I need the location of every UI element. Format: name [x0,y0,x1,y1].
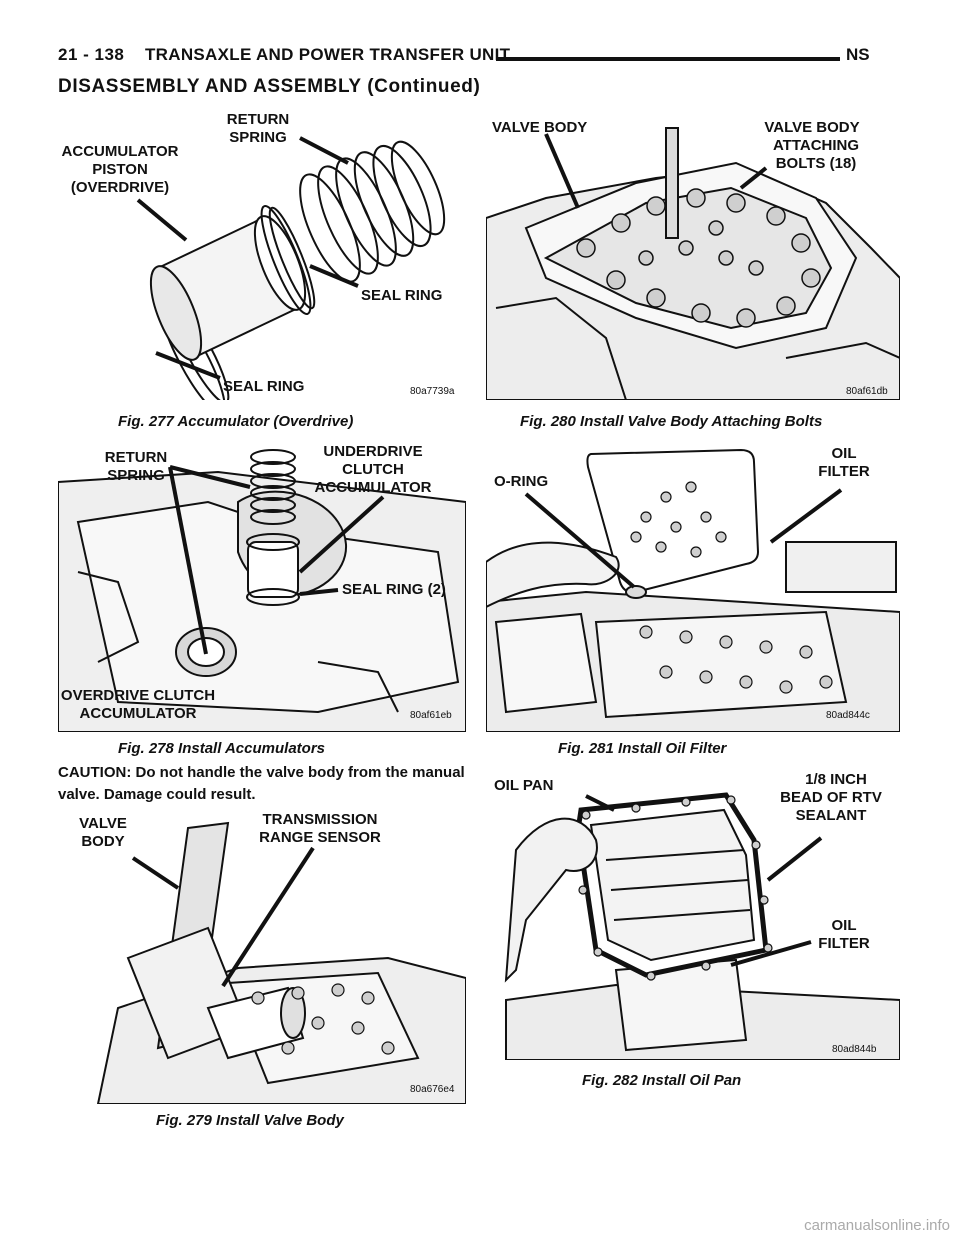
figure-279: VALVE BODY TRANSMISSION RANGE SENSOR 80a… [58,808,466,1104]
fig278-label-overdrive: OVERDRIVE CLUTCH [61,687,215,704]
watermark: carmanualsonline.info [804,1217,950,1234]
fig277-label-seal-bottom: SEAL RING [223,378,304,395]
fig279-caption: Fig. 279 Install Valve Body [156,1112,344,1129]
fig278-label-underdrive: CLUTCH [342,461,404,478]
fig277-label-piston: (OVERDRIVE) [71,179,169,196]
figure-280: VALVE BODY VALVE BODY ATTACHING BOLTS (1… [486,108,900,400]
header-rule [496,57,840,61]
fig279-label-range-sensor: TRANSMISSION [262,811,377,828]
fig282-caption: Fig. 282 Install Oil Pan [582,1072,742,1089]
fig278-label-underdrive: ACCUMULATOR [315,479,432,496]
fig279-label-range-sensor: RANGE SENSOR [259,829,381,846]
fig281-label-oring: O-RING [494,473,548,490]
fig277-label-piston: PISTON [92,161,148,178]
caution-note: CAUTION: Do not handle the valve body fr… [58,764,465,803]
fig279-label-valve-body: BODY [81,833,124,850]
fig282-label-rtv: 1/8 INCH [805,771,867,788]
fig281-caption: Fig. 281 Install Oil Filter [558,740,727,757]
fig282-label-pan: OIL PAN [494,777,553,794]
fig281-label-filter: OIL [832,445,857,462]
fig277-label-seal-right: SEAL RING [361,287,442,304]
page-number: 21 - 138 [58,45,125,64]
fig280-code: 80af61db [846,386,888,397]
fig281-label-filter: FILTER [818,463,870,480]
fig278-code: 80af61eb [410,710,452,721]
fig282-label-filter: OIL [832,917,857,934]
figure-282: OIL PAN 1/8 INCH BEAD OF RTV SEALANT OIL… [486,770,900,1060]
fig280-label-bolts: VALVE BODY [764,119,859,136]
fig278-label-overdrive: ACCUMULATOR [80,705,197,722]
fig282-label-rtv: BEAD OF RTV [780,789,882,806]
fig280-label-bolts: BOLTS (18) [776,155,857,172]
fig278-label-underdrive: UNDERDRIVE [323,443,422,460]
fig280-caption: Fig. 280 Install Valve Body Attaching Bo… [520,413,823,430]
fig278-label-spring: SPRING [107,467,165,484]
figure-281: O-RING OIL FILTER 80ad844c [486,442,900,732]
fig280-label-valve-body: VALVE BODY [492,119,587,136]
fig281-code: 80ad844c [826,710,870,721]
fig282-code: 80ad844b [832,1044,877,1055]
model-code: NS [846,45,870,64]
section-title: DISASSEMBLY AND ASSEMBLY (Continued) [58,76,481,97]
fig277-label-spring: SPRING [229,129,287,146]
figure-278: RETURN SPRING UNDERDRIVE CLUTCH ACCUMULA… [58,442,466,732]
fig280-label-bolts: ATTACHING [773,137,859,154]
fig279-label-valve-body: VALVE [79,815,127,832]
fig277-label-piston: ACCUMULATOR [62,143,179,160]
fig279-code: 80a676e4 [410,1084,455,1095]
fig277-code: 80a7739a [410,386,455,397]
chapter-title: TRANSAXLE AND POWER TRANSFER UNIT [145,45,511,64]
fig282-label-filter: FILTER [818,935,870,952]
fig277-caption: Fig. 277 Accumulator (Overdrive) [118,413,354,430]
fig278-caption: Fig. 278 Install Accumulators [118,740,326,757]
fig277-label-spring: RETURN [227,111,290,128]
fig278-label-seal: SEAL RING (2) [342,581,446,598]
fig278-label-spring: RETURN [105,449,168,466]
figure-277: ACCUMULATOR PISTON (OVERDRIVE) RETURN SP… [58,108,466,400]
fig282-label-rtv: SEALANT [796,807,867,824]
